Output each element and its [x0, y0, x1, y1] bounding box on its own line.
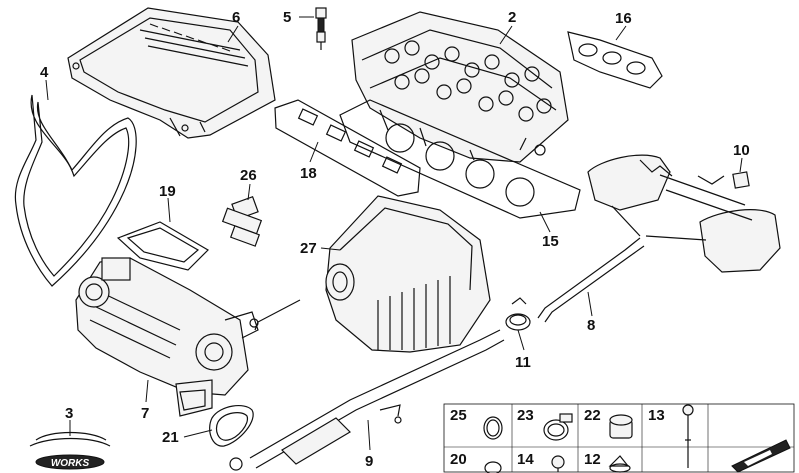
svg-text:12: 12: [584, 451, 601, 468]
fuel-injector-part[interactable]: [221, 195, 263, 247]
leader-lines: [45, 16, 743, 451]
svg-text:14: 14: [517, 451, 534, 468]
intake-gasket-part[interactable]: [274, 99, 421, 197]
callout-19: 19: [159, 183, 176, 200]
callout-16: 16: [615, 10, 632, 27]
callout-27: 27: [300, 240, 317, 257]
engine-cover-part[interactable]: [67, 7, 276, 139]
callout-4: 4: [40, 64, 49, 81]
callout-2: 2: [508, 9, 516, 26]
table-cell-14[interactable]: 14: [517, 451, 565, 472]
table-cell-13[interactable]: 13: [648, 404, 694, 468]
svg-text:13: 13: [648, 407, 665, 424]
head-gasket-part[interactable]: [339, 99, 581, 219]
callout-18: 18: [300, 165, 317, 182]
intercooler-part[interactable]: [249, 195, 491, 353]
rear-muffler-part[interactable]: [537, 154, 781, 323]
drive-belt-part[interactable]: [14, 94, 137, 287]
callout-26: 26: [240, 167, 257, 184]
intercooler-fins: [377, 276, 451, 350]
front-pipe-part[interactable]: [229, 329, 505, 471]
supercharger-gasket-part[interactable]: [116, 221, 209, 271]
table-cell-20[interactable]: 20: [450, 451, 502, 473]
throttle-seal-part[interactable]: [209, 404, 254, 447]
table-arrow-cell[interactable]: [731, 439, 791, 473]
cover-ridge-pattern: [149, 23, 231, 52]
callout-5: 5: [283, 9, 291, 26]
spark-plug-part[interactable]: [315, 7, 327, 50]
table-cell-23[interactable]: 23: [517, 407, 573, 441]
callout-21: 21: [162, 429, 179, 446]
callout-15: 15: [542, 233, 559, 250]
callout-6: 6: [232, 9, 240, 26]
callout-labels: 6 5 2 16 4 10 18 19 26 15 27 8 11 7 21 9…: [40, 9, 750, 470]
table-cell-22[interactable]: 22: [584, 407, 633, 439]
callout-9: 9: [365, 453, 373, 470]
small-parts-table: 25 23 22 13 20 14: [443, 403, 795, 473]
exhaust-tip-part[interactable]: [732, 171, 750, 189]
callout-7: 7: [141, 405, 149, 422]
table-cell-12[interactable]: 12: [584, 451, 631, 473]
exhaust-clamp-part[interactable]: [505, 297, 531, 331]
callout-10: 10: [733, 142, 750, 159]
exhaust-gasket-part[interactable]: [567, 31, 663, 89]
table-cell-25[interactable]: 25: [450, 407, 503, 440]
logo-text: WORKS: [51, 458, 90, 469]
callout-8: 8: [587, 317, 595, 334]
supercharger-part[interactable]: [75, 257, 259, 417]
callout-3: 3: [65, 405, 73, 422]
cylinder-head-part[interactable]: [351, 11, 569, 163]
valve-springs: [384, 40, 552, 122]
works-logo: WORKS: [29, 431, 111, 470]
svg-text:20: 20: [450, 451, 467, 468]
svg-text:25: 25: [450, 407, 467, 424]
svg-text:22: 22: [584, 407, 601, 424]
callout-11: 11: [515, 354, 531, 371]
svg-text:23: 23: [517, 407, 534, 424]
